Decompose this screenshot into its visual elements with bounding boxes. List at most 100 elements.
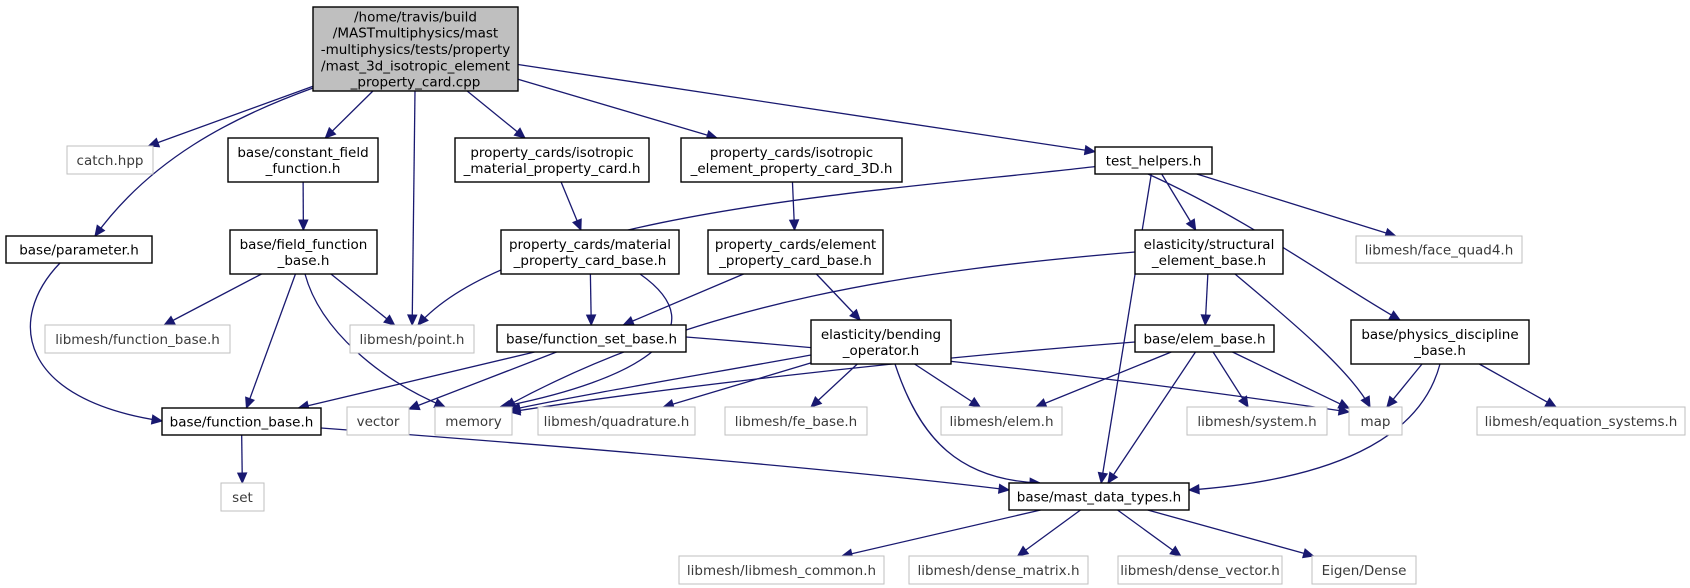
node-iso-mat[interactable]: property_cards/isotropic_material_proper…	[454, 137, 650, 183]
edge-arrowhead	[1386, 395, 1398, 408]
edge-arrowhead	[147, 137, 161, 148]
node-label-line: libmesh/fe_base.h	[735, 414, 858, 430]
node-label-line: _element_base.h	[1151, 253, 1266, 269]
edge-mast_data_types-to-dense_matrix	[1016, 509, 1081, 557]
node-mast-data-types[interactable]: base/mast_data_types.h	[1008, 482, 1190, 511]
node-label-line: property_cards/material	[509, 237, 671, 253]
node-parameter[interactable]: base/parameter.h	[5, 235, 153, 264]
edge-line	[517, 78, 718, 139]
edge-line	[1478, 363, 1557, 408]
node-struct-elem[interactable]: elasticity/structural_element_base.h	[1134, 229, 1284, 275]
edge-struct_elem-to-elem_base	[1200, 273, 1212, 327]
node-function-base[interactable]: base/function_base.h	[161, 407, 322, 436]
edge-line	[1147, 173, 1401, 321]
node-elem-base[interactable]: base/elem_base.h	[1134, 324, 1275, 353]
edge-elem_base-to-memory	[508, 341, 1136, 416]
edge-arrowhead	[324, 126, 337, 139]
node-box	[678, 555, 885, 585]
node-bending[interactable]: elasticity/bending_operator.h	[810, 319, 952, 365]
edge-line	[408, 351, 557, 410]
node-label-line: libmesh/point.h	[360, 332, 465, 348]
edge-arrowhead	[622, 316, 636, 326]
node-label-line: _property_card.cpp	[350, 75, 481, 91]
edge-bending-to-fe_base	[810, 363, 858, 408]
edge-bending-to-lm_elem	[914, 363, 982, 408]
node-box	[161, 407, 322, 436]
node-label-line: test_helpers.h	[1106, 154, 1202, 170]
edge-parameter-to-function_base	[29, 262, 164, 425]
node-box	[5, 235, 153, 264]
node-label-line: _property_card_base.h	[513, 253, 667, 269]
edge-line	[504, 251, 1136, 408]
edge-arrowhead	[585, 314, 597, 327]
node-dense-matrix: libmesh/dense_matrix.h	[908, 555, 1089, 585]
edge-arrowhead	[94, 224, 106, 237]
edge-arrowhead	[1301, 548, 1315, 559]
node-label-line: memory	[445, 414, 501, 430]
edge-line	[1107, 351, 1197, 484]
edge-line	[1212, 351, 1249, 408]
node-box	[680, 137, 903, 183]
edge-line	[320, 427, 1010, 491]
node-box	[1134, 324, 1275, 353]
node-box	[810, 319, 952, 365]
edge-line	[509, 341, 1136, 413]
edge-arrowhead	[236, 472, 248, 485]
node-set: set	[220, 482, 265, 512]
edge-arrowhead	[1238, 395, 1249, 409]
node-box	[1476, 406, 1686, 436]
node-label-line: vector	[357, 414, 400, 430]
node-label-line: libmesh/system.h	[1197, 414, 1316, 430]
edge-arrowhead	[1200, 314, 1212, 327]
edge-line	[1196, 173, 1396, 237]
edge-line	[1232, 351, 1350, 409]
edge-elem_base-to-map	[1232, 351, 1351, 409]
edge-arrowhead	[163, 315, 176, 326]
edge-line	[324, 90, 374, 139]
node-iso-elem[interactable]: property_cards/isotropic_element_propert…	[680, 137, 903, 183]
edge-line	[1147, 509, 1314, 557]
node-constant-field[interactable]: base/constant_field_function.h	[227, 137, 379, 183]
node-field-function[interactable]: base/field_function_base.h	[229, 229, 378, 275]
edge-arrowhead	[997, 483, 1011, 494]
node-label-line: base/constant_field	[237, 145, 368, 161]
edge-line	[914, 363, 981, 408]
edge-arrowhead	[1388, 310, 1402, 321]
edge-mat_base-to-function_set	[585, 273, 597, 327]
edge-field_function-to-lm_function_base	[163, 273, 262, 326]
edge-line	[298, 351, 535, 409]
node-catch: catch.hpp	[66, 145, 154, 175]
node-test-helpers[interactable]: test_helpers.h	[1094, 146, 1213, 175]
node-physics[interactable]: base/physics_discipline_base.h	[1350, 319, 1530, 365]
node-label-line: libmesh/equation_systems.h	[1485, 414, 1678, 430]
edge-arrowhead	[298, 219, 309, 232]
node-label-line: libmesh/libmesh_common.h	[687, 563, 876, 579]
node-box	[940, 406, 1063, 436]
node-label-line: base/parameter.h	[19, 243, 139, 259]
node-label-line: libmesh/face_quad4.h	[1365, 243, 1514, 259]
node-mat-base[interactable]: property_cards/material_property_card_ba…	[500, 229, 680, 275]
node-label-line: libmesh/elem.h	[949, 414, 1053, 430]
edge-line	[1188, 363, 1441, 491]
node-dense-vector: libmesh/dense_vector.h	[1117, 555, 1283, 585]
node-label-line: base/field_function	[240, 237, 368, 253]
edge-arrowhead	[508, 405, 522, 416]
edge-arrowhead	[245, 396, 255, 410]
node-box	[1186, 406, 1328, 436]
edge-line	[685, 336, 1350, 413]
node-vector: vector	[346, 406, 410, 436]
edge-struct_elem-to-map	[1234, 273, 1371, 409]
node-label-line: -multiphysics/tests/property	[321, 42, 511, 58]
node-label-line: elasticity/bending	[821, 327, 941, 343]
node-box	[229, 229, 378, 275]
node-label-line: map	[1361, 414, 1391, 430]
node-label-line: _material_property_card.h	[463, 161, 641, 177]
node-label-line: _function.h	[265, 161, 341, 177]
node-elem-card-base[interactable]: property_cards/element_property_card_bas…	[707, 229, 884, 275]
node-function-set[interactable]: base/function_set_base.h	[496, 324, 687, 353]
node-label-line: base/function_base.h	[170, 415, 314, 431]
node-box	[1134, 229, 1284, 275]
edge-root-to-test_helpers	[517, 63, 1097, 156]
node-box	[349, 324, 475, 354]
edge-line	[509, 354, 812, 411]
